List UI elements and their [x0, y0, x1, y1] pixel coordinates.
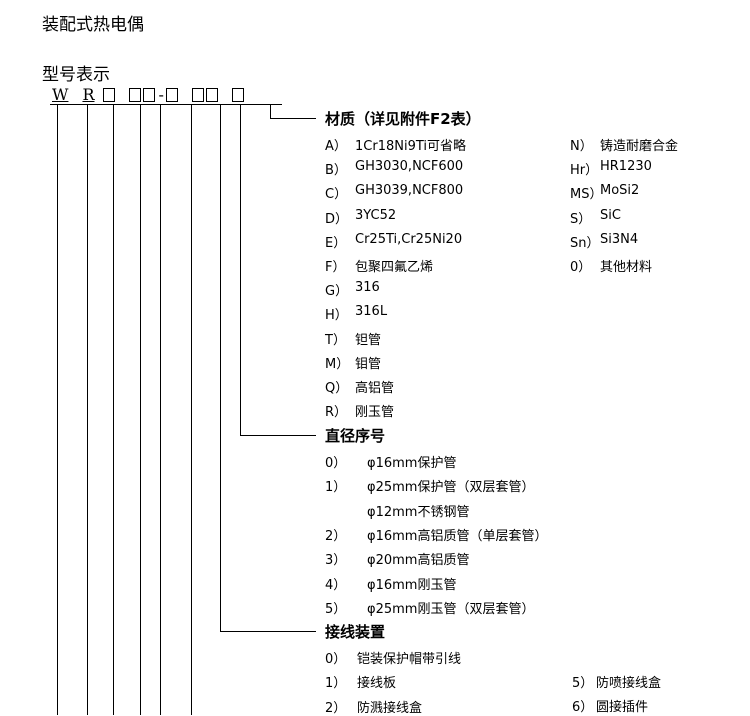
material-item-value: 316 [355, 280, 380, 296]
terminal-item-right-value: 防喷接线盒 [596, 676, 662, 691]
terminal-item-right-value: 圆接插件 [596, 700, 649, 716]
material-item-key: R） [325, 405, 348, 421]
terminal-item-right-key: 6） [572, 700, 594, 716]
material-item-value: Cr25Ti,Cr25Ni20 [355, 231, 463, 247]
material-item-right-key: Sn） [570, 235, 600, 251]
terminal-item-value: 接线板 [357, 676, 397, 692]
material-item-value: 3YC52 [355, 207, 397, 223]
leader-line-box4 [191, 105, 192, 715]
material-item-value: 钼管 [355, 356, 382, 372]
material-item-value: 高铝管 [355, 381, 395, 396]
material-item-right-value: MoSi2 [600, 183, 640, 199]
leader-line-box6 [240, 105, 241, 435]
material-item-right-key: S） [570, 211, 592, 227]
material-item-value: 刚玉管 [355, 405, 395, 421]
material-title: 材质（详见附件F2表） [325, 110, 481, 128]
material-item-right-value: 其他材料 [600, 260, 653, 275]
diameter-item-key: 5） [325, 601, 347, 617]
terminal-item-key: 1） [325, 676, 347, 692]
code-char-w: W [52, 85, 69, 104]
material-item-value: 包聚四氟乙烯 [355, 260, 434, 275]
material-item-key: F） [325, 260, 346, 275]
material-item-value: 316L [355, 304, 388, 320]
terminal-item-right-key: 5） [572, 676, 594, 691]
terminal-title: 接线装置 [325, 623, 386, 641]
material-item-key: H） [325, 308, 348, 324]
material-item-key: E） [325, 235, 347, 251]
code-box-1 [102, 88, 115, 102]
material-item-value: 1Cr18Ni9Ti可省略 [355, 139, 466, 154]
material-item-key: M） [325, 356, 350, 372]
code-box-3 [142, 88, 155, 102]
diameter-item-value: φ20mm高铝质管 [367, 553, 470, 569]
diameter-item-value: φ25mm刚玉管（双层套管） [367, 601, 535, 617]
diameter-title: 直径序号 [325, 427, 386, 445]
diameter-item-value: φ25mm保护管（双层套管） [367, 480, 535, 496]
terminal-item-key: 2） [325, 700, 347, 716]
code-box-2 [128, 88, 141, 102]
material-item-right-key: 0） [570, 260, 592, 275]
code-underline [50, 104, 282, 105]
material-item-key: B） [325, 163, 347, 179]
material-item-value: 钽管 [355, 332, 382, 348]
leader-line-box2 [140, 105, 141, 715]
connector-material [270, 118, 316, 119]
diameter-item-key: 1） [325, 480, 347, 496]
material-item-value: GH3039,NCF800 [355, 183, 464, 199]
material-item-right-value: HR1230 [600, 159, 652, 175]
connector-terminal [220, 631, 316, 632]
leader-line-box3 [160, 105, 161, 715]
leader-line-w [57, 105, 58, 715]
material-item-key: Q） [325, 381, 349, 396]
terminal-item-value: 防溅接线盒 [357, 700, 423, 716]
diameter-item-value: φ16mm保护管 [367, 456, 457, 471]
material-item-key: C） [325, 187, 348, 203]
leader-line-box1 [113, 105, 114, 715]
code-box-5 [191, 88, 204, 102]
leader-line-r [87, 105, 88, 715]
diameter-item-value: φ12mm不锈钢管 [367, 504, 470, 520]
material-item-right-key: Hr） [570, 163, 599, 179]
terminal-item-key: 0） [325, 652, 347, 667]
material-item-right-key: N） [570, 139, 593, 154]
diameter-item-key: 3） [325, 553, 347, 569]
material-item-key: A） [325, 139, 347, 154]
leader-line-box7 [270, 105, 271, 119]
material-item-right-key: MS） [570, 187, 603, 203]
material-item-right-value: SiC [600, 207, 621, 223]
code-dash: - [158, 85, 164, 104]
diameter-item-key: 4） [325, 577, 347, 593]
page-subtitle: 型号表示 [42, 65, 110, 85]
page-title: 装配式热电偶 [42, 15, 144, 35]
material-item-key: G） [325, 284, 349, 300]
diameter-item-key: 0） [325, 456, 347, 471]
material-item-key: T） [325, 332, 346, 348]
diameter-item-value: φ16mm高铝质管（单层套管） [367, 528, 548, 544]
code-box-7 [231, 88, 244, 102]
material-item-value: GH3030,NCF600 [355, 159, 464, 175]
diameter-item-key: 2） [325, 528, 347, 544]
code-box-4 [165, 88, 178, 102]
connector-diameter [240, 435, 316, 436]
material-item-right-value: Si3N4 [600, 231, 639, 247]
code-char-r: R [82, 85, 95, 104]
terminal-item-value: 铠装保护帽带引线 [357, 652, 462, 667]
code-box-6 [205, 88, 218, 102]
material-item-key: D） [325, 211, 349, 227]
diameter-item-value: φ16mm刚玉管 [367, 577, 457, 593]
material-item-right-value: 铸造耐磨合金 [600, 139, 679, 154]
leader-line-box5 [220, 105, 221, 632]
